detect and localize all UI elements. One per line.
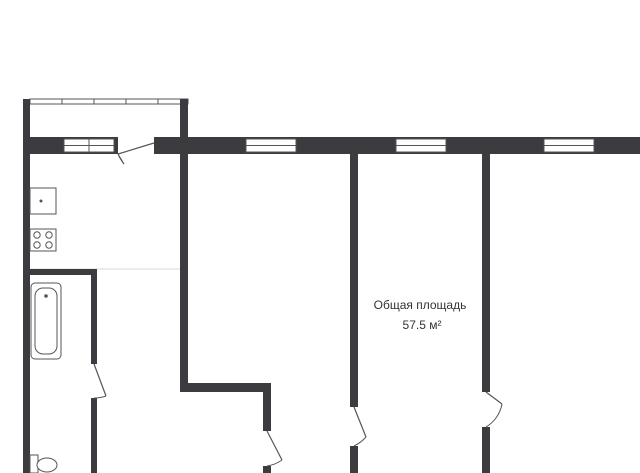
balcony [23,98,189,145]
total-area-value: 57.5 м² [402,318,442,332]
toilet-icon [29,454,58,473]
balcony-rail [29,98,189,105]
bathroom-wall-right-lower [91,398,97,473]
partition-2-bottom [350,446,358,473]
partition-1-step [180,383,271,392]
partition-1-lower [263,383,271,431]
partition-3 [482,137,490,392]
bathroom-wall-top [23,269,97,275]
bathroom-wall-right [91,269,97,364]
partition-3-bottom [482,427,490,473]
partition-1-bottom [263,466,271,473]
stove-icon [29,228,57,252]
door-icon [353,406,367,447]
wall-left [23,137,30,473]
door-icon [93,363,107,399]
balcony-wall-left [23,99,30,145]
balcony-wall-right [180,99,188,145]
sink-icon [29,187,57,215]
window-icon [543,138,595,153]
window-icon [245,138,297,153]
door-icon [117,137,155,165]
partition-1 [180,137,188,392]
door-icon [266,430,283,467]
window-icon [395,138,447,153]
window-icon [63,138,115,153]
bathtub-icon [30,282,62,360]
partition-2 [350,137,358,407]
door-icon [485,391,503,428]
total-area-label: Общая площадь [373,298,467,312]
